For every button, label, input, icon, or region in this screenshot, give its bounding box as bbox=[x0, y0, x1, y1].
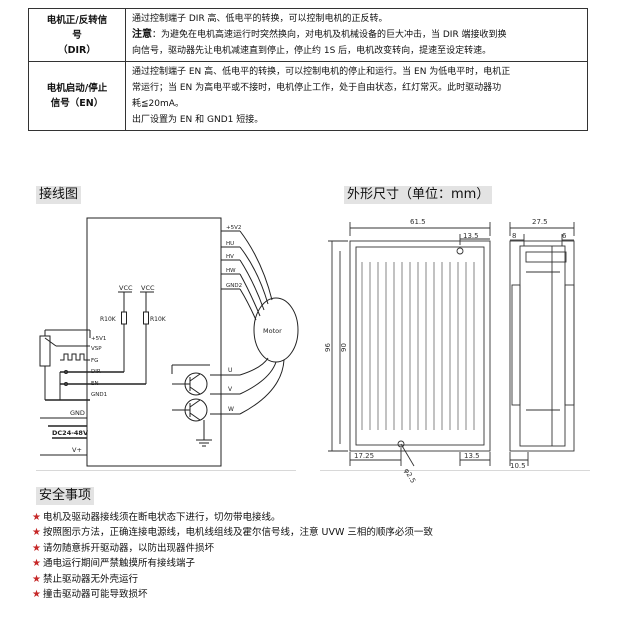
en-signal-description: 通过控制端子 EN 高、低电平的转换，可以控制电机的停止和运行。当 EN 为低电… bbox=[125, 61, 588, 131]
pin-v: V bbox=[228, 386, 233, 393]
star-icon: ★ bbox=[32, 542, 41, 554]
dim-hole: φ2.5 bbox=[400, 443, 417, 485]
svg-text:R10K: R10K bbox=[150, 316, 167, 323]
driver-box bbox=[86, 217, 222, 467]
power-supply: GND DC24-48V V+ bbox=[40, 409, 88, 456]
motor-label: Motor bbox=[263, 327, 282, 335]
phase-pin-labels: U V W bbox=[228, 367, 234, 413]
pin-gnd1: GND1 bbox=[91, 392, 107, 398]
star-icon: ★ bbox=[32, 558, 41, 570]
gnd-label: GND bbox=[70, 409, 85, 417]
list-item: ★电机及驱动器接线须在断电状态下进行，切勿带电接线。 bbox=[32, 512, 281, 523]
svg-text:6: 6 bbox=[562, 232, 567, 240]
svg-text:27.5: 27.5 bbox=[532, 218, 548, 226]
pin-vsp: VSP bbox=[91, 346, 102, 352]
heatsink-fins bbox=[361, 262, 475, 430]
en-signal-name: 电机启动/停止 信号（EN） bbox=[28, 61, 126, 131]
dim-side-a: 8 bbox=[510, 232, 525, 246]
hall-pin-labels: +5V2 HU HV HW GND2 bbox=[226, 225, 242, 289]
signal-table: 电机正/反转信 号 （DIR） 通过控制端子 DIR 高、低电平的转换，可以控制… bbox=[28, 8, 588, 131]
pullup-resistor-dir: VCC R10K bbox=[100, 284, 133, 372]
star-icon: ★ bbox=[32, 573, 41, 585]
pin-w: W bbox=[228, 406, 234, 413]
safety-heading: 安全事项 bbox=[36, 487, 95, 505]
list-item: ★撞击驱动器可能导致损坏 bbox=[32, 589, 148, 601]
svg-text:90: 90 bbox=[340, 343, 348, 352]
phase-wires bbox=[210, 357, 285, 415]
svg-text:13.5: 13.5 bbox=[464, 452, 480, 460]
dir-signal-description: 通过控制端子 DIR 高、低电平的转换，可以控制电机的正反转。 注意：为避免在电… bbox=[125, 8, 588, 62]
pin-5v2: +5V2 bbox=[226, 225, 241, 231]
pullup-resistor-en: VCC R10K bbox=[140, 284, 167, 384]
svg-text:R10K: R10K bbox=[100, 316, 117, 323]
dim-side-depth: 27.5 bbox=[509, 218, 575, 236]
dim-height-outer: 96 bbox=[324, 240, 348, 452]
pin-hw: HW bbox=[226, 268, 236, 274]
power-transistors bbox=[171, 364, 212, 447]
list-item: ★禁止驱动器无外壳运行 bbox=[32, 573, 138, 585]
svg-text:VCC: VCC bbox=[141, 284, 155, 292]
dim-side-b: 6 bbox=[561, 232, 574, 246]
svg-text:13.5: 13.5 bbox=[463, 232, 479, 240]
svg-text:8: 8 bbox=[512, 232, 516, 240]
control-inputs bbox=[39, 329, 146, 401]
mount-hole-top bbox=[456, 247, 464, 255]
svg-text:φ2.5: φ2.5 bbox=[402, 467, 417, 485]
dir-signal-name: 电机正/反转信 号 （DIR） bbox=[28, 8, 126, 62]
dir-note-label: 注意 bbox=[132, 29, 152, 40]
divider bbox=[36, 470, 296, 471]
star-icon: ★ bbox=[32, 527, 41, 539]
en-row: 电机启动/停止 信号（EN） 通过控制端子 EN 高、低电平的转换，可以控制电机… bbox=[28, 61, 588, 131]
list-item: ★按照图示方法，正确连接电源线，电机线组线及霍尔信号线，注意 UVW 三相的顺序… bbox=[32, 527, 433, 539]
svg-text:VCC: VCC bbox=[119, 284, 133, 292]
pin-hv: HV bbox=[226, 254, 234, 260]
star-icon: ★ bbox=[32, 512, 41, 523]
pin-u: U bbox=[228, 367, 232, 374]
dim-width: 61.5 bbox=[349, 218, 491, 236]
supply-label: DC24-48V bbox=[52, 429, 88, 437]
dim-side-bottom: 10.5 bbox=[509, 452, 529, 470]
dim-bottom-left: 17.25 bbox=[349, 448, 402, 466]
svg-text:10.5: 10.5 bbox=[510, 462, 526, 470]
pin-5v1: +5V1 bbox=[91, 336, 106, 342]
outline-dimensions-heading: 外形尺寸（单位：mm） bbox=[344, 186, 493, 204]
dim-bottom-right: 13.5 bbox=[459, 452, 491, 466]
pin-fg: FG bbox=[91, 358, 98, 364]
dim-height-inner: 90 bbox=[339, 251, 348, 444]
vplus-label: V+ bbox=[72, 446, 82, 454]
mount-hole-bottom bbox=[397, 440, 405, 448]
list-item: ★请勿随意拆开驱动器，以防出现器件损坏 bbox=[32, 542, 214, 554]
dir-row: 电机正/反转信 号 （DIR） 通过控制端子 DIR 高、低电平的转换，可以控制… bbox=[28, 8, 588, 62]
svg-text:61.5: 61.5 bbox=[410, 218, 426, 226]
svg-text:96: 96 bbox=[324, 343, 332, 352]
list-item: ★通电运行期间严禁触摸所有接线端子 bbox=[32, 558, 195, 570]
front-view bbox=[349, 240, 491, 452]
pin-hu: HU bbox=[226, 241, 234, 247]
divider bbox=[320, 470, 590, 471]
pin-gnd2: GND2 bbox=[226, 283, 242, 289]
svg-text:17.25: 17.25 bbox=[354, 452, 374, 460]
star-icon: ★ bbox=[32, 589, 41, 601]
wiring-diagram-heading: 接线图 bbox=[36, 186, 82, 204]
safety-list: ★电机及驱动器接线须在断电状态下进行，切勿带电接线。 ★按照图示方法，正确连接电… bbox=[32, 510, 592, 602]
dim-top-right: 13.5 bbox=[459, 232, 490, 245]
